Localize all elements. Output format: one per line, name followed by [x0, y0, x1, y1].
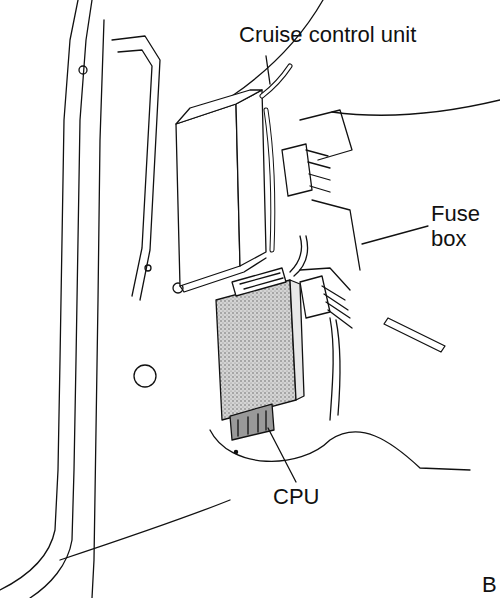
leader-line	[268, 428, 296, 482]
wire-harness	[266, 110, 273, 250]
cpu-side	[290, 280, 304, 400]
fuse-box-connector	[306, 150, 330, 192]
cruise-unit-body	[176, 104, 240, 286]
leader-line	[362, 226, 428, 244]
dash-curve	[232, 0, 323, 96]
panel-hole	[145, 265, 151, 271]
dot	[234, 450, 237, 453]
trim-slot	[384, 318, 445, 352]
cpu-bottom-connector	[238, 411, 266, 436]
fuse-box-connector	[282, 144, 312, 196]
wire-harness	[262, 66, 290, 96]
cpu-top-connector	[232, 268, 286, 296]
fuse-box-body	[300, 200, 360, 290]
part-label: Fuse box	[430, 201, 496, 251]
panel-hole	[79, 66, 87, 74]
cpu-body	[216, 280, 296, 420]
fuse-box-connector	[300, 276, 330, 318]
dash-curve	[332, 100, 500, 115]
cpu-bottom-connector	[230, 404, 274, 440]
fuse-box-wires	[330, 318, 340, 420]
dash-bracket	[300, 110, 352, 160]
cruise-unit-side	[236, 90, 266, 266]
part-label: CPU	[272, 484, 354, 509]
panel-edge	[92, 20, 104, 598]
cpu-top-connector	[240, 273, 283, 289]
panel-flange	[112, 36, 160, 300]
leader-line	[266, 56, 270, 84]
figure-code: B	[481, 572, 499, 597]
panel-flange	[118, 50, 152, 296]
panel-hole	[134, 365, 156, 387]
part-label: Cruise control unit	[238, 22, 480, 47]
floor-line	[60, 500, 230, 560]
fuse-box-wires	[322, 286, 352, 328]
wire-harness	[266, 110, 273, 250]
pillar-edge	[0, 0, 78, 590]
cruise-unit-top	[176, 90, 262, 124]
pillar-edge	[30, 0, 92, 598]
wire-harness	[290, 236, 308, 276]
wire-harness	[262, 66, 290, 96]
